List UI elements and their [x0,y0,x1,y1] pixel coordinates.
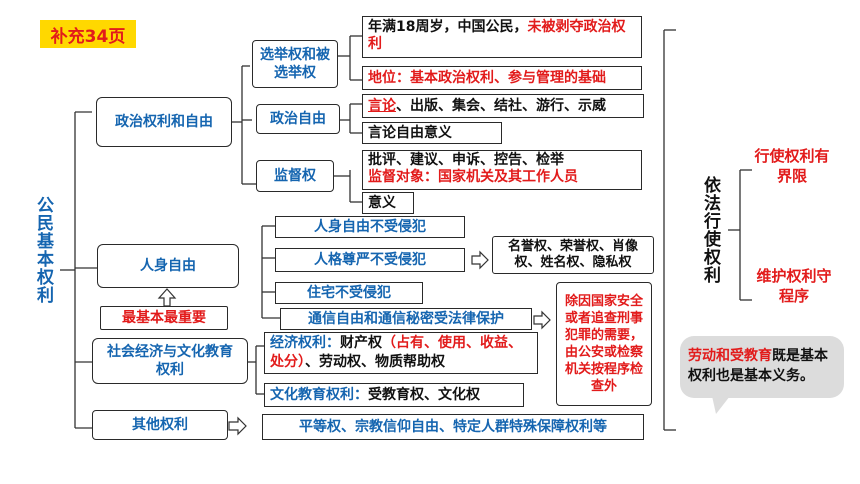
note-cultural-education-rights: 文化教育权利：受教育权、文化权 [264,383,524,407]
node-political-rights: 政治权利和自由 [96,97,232,147]
election-qualification-highlight: 未被剥夺政治权利 [368,19,626,52]
note-most-basic-important: 最基本最重要 [100,306,228,330]
election-qualification-text: 年满18周岁，中国公民， [368,19,528,35]
node-supervision-right: 监督权 [256,160,334,192]
supervision-rights-text: 批评、建议、申诉、控告、检举 [368,152,564,168]
personal-item-communication: 通信自由和通信秘密受法律保护 [280,308,532,330]
cultural-education-label: 文化教育权利： [270,386,368,403]
callout-labor-education: 劳动和受教育既是基本权利也是基本义务。 [680,336,844,398]
personal-item-residence: 住宅不受侵犯 [275,282,423,304]
freedom-list-lead: 言论 [368,97,396,114]
note-political-freedom-list: 言论、出版、集会、结社、游行、示威 [362,94,644,118]
root-title-citizen-basic-rights: 公民基本权利 [33,196,53,304]
note-supervision-meaning: 意义 [362,192,414,214]
supervision-targets-text: 监督对象：国家机关及其工作人员 [368,169,578,185]
note-dignity-rights-detail: 名誉权、荣誉权、肖像权、姓名权、隐私权 [492,236,654,274]
note-communication-exception: 除因国家安全或者追查刑事犯罪的需要，由公安或检察机关按程序检查外 [556,282,652,406]
personal-item-dignity: 人格尊严不受侵犯 [275,248,465,272]
supplement-page-label: 补充34页 [40,20,136,48]
right-note-rights-boundaries: 行使权利有界限 [754,147,830,185]
note-election-status: 地位：基本政治权利、参与管理的基础 [362,66,642,90]
note-speech-freedom-meaning: 言论自由意义 [362,122,502,144]
personal-item-body-freedom: 人身自由不受侵犯 [275,216,465,238]
economic-rights-label: 经济权利： [270,335,340,351]
cultural-education-text: 受教育权、文化权 [368,386,480,403]
node-other-rights: 其他权利 [92,410,228,440]
economic-rights-property-detail: （占有、使用、收益、处分） [270,335,522,370]
note-supervision-details: 批评、建议、申诉、控告、检举 监督对象：国家机关及其工作人员 [362,150,642,190]
node-personal-freedom: 人身自由 [97,244,239,288]
freedom-list-rest: 、出版、集会、结社、游行、示威 [396,97,606,114]
callout-highlight: 劳动和受教育 [688,348,772,364]
note-other-rights-detail: 平等权、宗教信仰自由、特定人群特殊保障权利等 [262,414,644,440]
node-election-rights: 选举权和被选举权 [252,40,338,88]
economic-rights-rest: 、劳动权、物质帮助权 [305,354,445,370]
note-economic-rights: 经济权利：财产权（占有、使用、收益、处分）、劳动权、物质帮助权 [264,332,538,374]
note-election-qualification: 年满18周岁，中国公民，未被剥夺政治权利 [362,16,642,58]
right-note-protect-rights-procedure: 维护权利守程序 [756,267,832,305]
right-root-exercise-rights-lawfully: 依法行使权利 [700,176,720,284]
callout-text: 既是基本权利也是基本义务。 [688,348,828,384]
node-social-economic-cultural-rights: 社会经济与文化教育权利 [92,338,248,384]
economic-rights-property: 财产权 [340,335,382,351]
node-political-freedom: 政治自由 [256,104,340,134]
